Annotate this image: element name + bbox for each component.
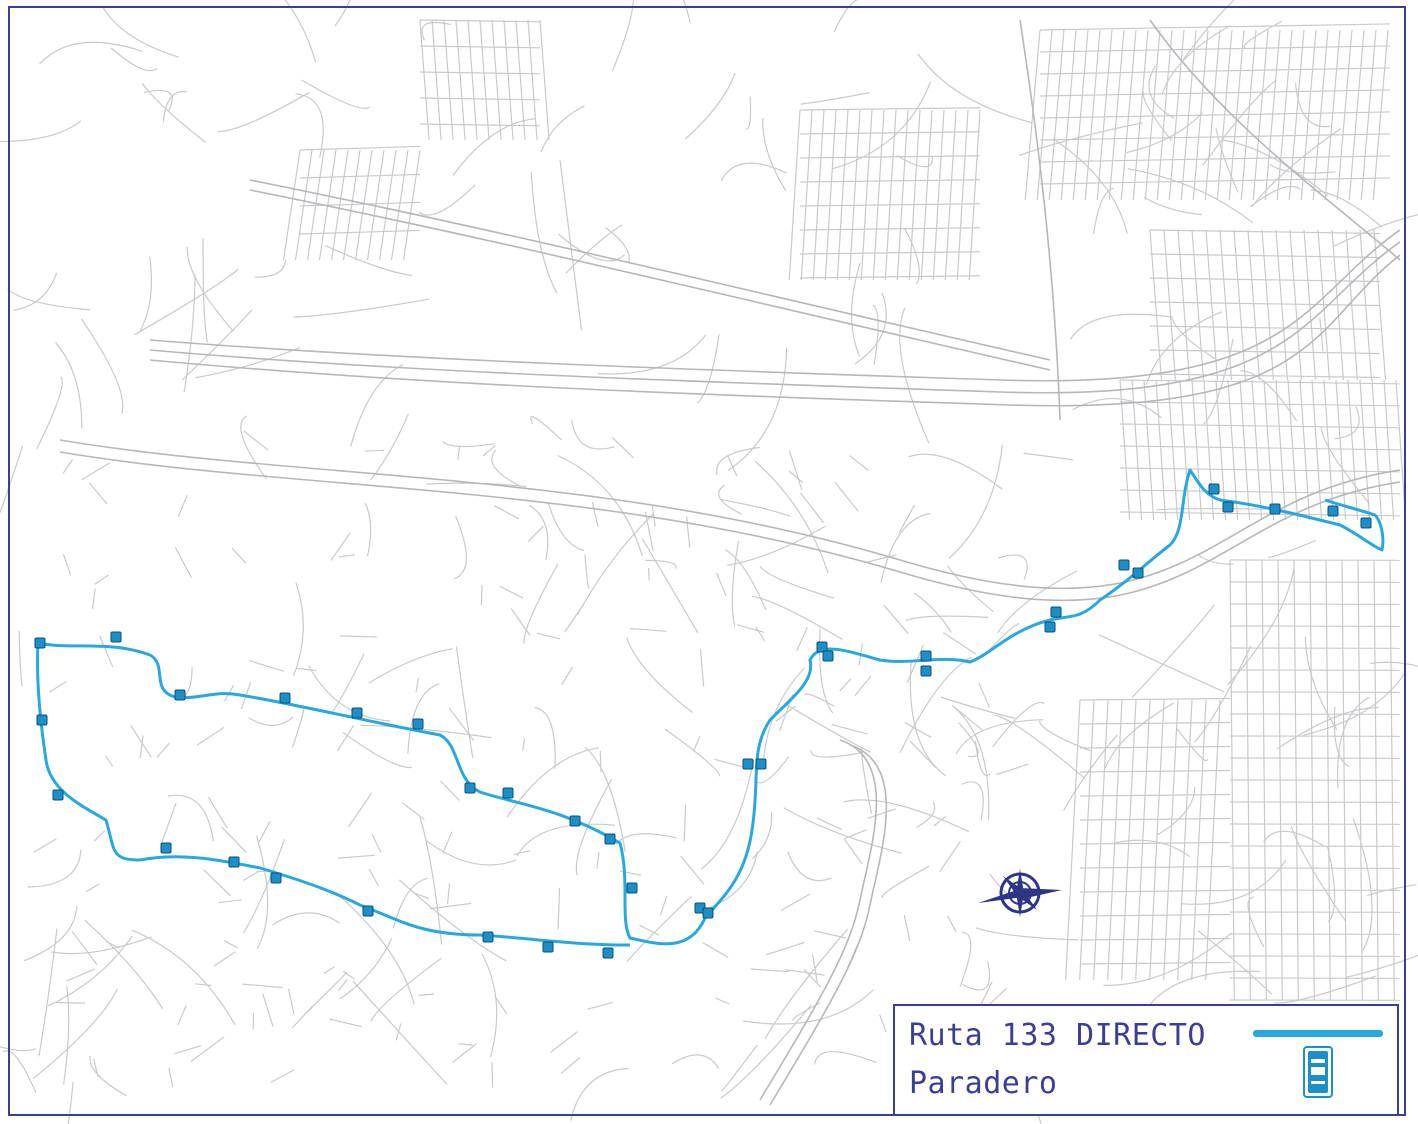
bus-stop-marker [228, 856, 240, 868]
bus-stop-marker [1360, 517, 1372, 529]
bus-stop-marker [1044, 621, 1056, 633]
bus-stop-marker [270, 872, 282, 884]
bus-stop-marker [569, 815, 581, 827]
bus-stop-marker [1208, 483, 1220, 495]
bus-stop-marker [36, 714, 48, 726]
bus-stop-marker [626, 882, 638, 894]
bus-stop-marker [755, 758, 767, 770]
bus-stop-marker [1222, 501, 1234, 513]
bus-stop-marker [1269, 503, 1281, 515]
bus-stop-marker [920, 665, 932, 677]
bus-stop-marker [160, 842, 172, 854]
bus-stop-icon-bumper [1311, 1081, 1325, 1084]
route-133-directo-line [35, 468, 1385, 947]
bus-stop-marker [34, 637, 46, 649]
bus-stop-marker [52, 789, 64, 801]
bus-stop-marker [464, 782, 476, 794]
bus-stop-marker [279, 692, 291, 704]
bus-stop-marker [1132, 567, 1144, 579]
bus-stop-marker [351, 707, 363, 719]
legend-stop-label: Paradero [909, 1066, 1058, 1101]
bus-stop-icon [1303, 1046, 1333, 1098]
bus-stop-marker [822, 650, 834, 662]
bus-stop-marker [816, 641, 828, 653]
bus-stop-marker [482, 931, 494, 943]
bus-stop-marker [602, 947, 614, 959]
legend-route-label: Ruta 133 DIRECTO [909, 1018, 1206, 1053]
compass-rose-icon [978, 869, 1062, 917]
bus-stop-marker [362, 905, 374, 917]
bus-stop-icon-window [1311, 1067, 1325, 1075]
bus-stop-marker [174, 689, 186, 701]
bus-stop-icon-body [1308, 1051, 1328, 1093]
bus-stop-marker [920, 650, 932, 662]
legend: Ruta 133 DIRECTO Paradero [893, 1004, 1399, 1116]
bus-stop-marker [1327, 505, 1339, 517]
bus-stop-marker [1050, 606, 1062, 618]
bus-stops [34, 483, 1372, 959]
highways [59, 19, 1401, 1106]
bus-stop-marker [604, 833, 616, 845]
bus-stop-marker [702, 907, 714, 919]
bus-stop-marker [1118, 559, 1130, 571]
bus-stop-icon-window [1311, 1059, 1325, 1063]
legend-route-line [1253, 1030, 1383, 1037]
bus-stop-marker [742, 758, 754, 770]
bus-stop-marker [502, 787, 514, 799]
bus-stop-marker [412, 718, 424, 730]
bus-stop-marker [542, 941, 554, 953]
bus-stop-marker [110, 631, 122, 643]
